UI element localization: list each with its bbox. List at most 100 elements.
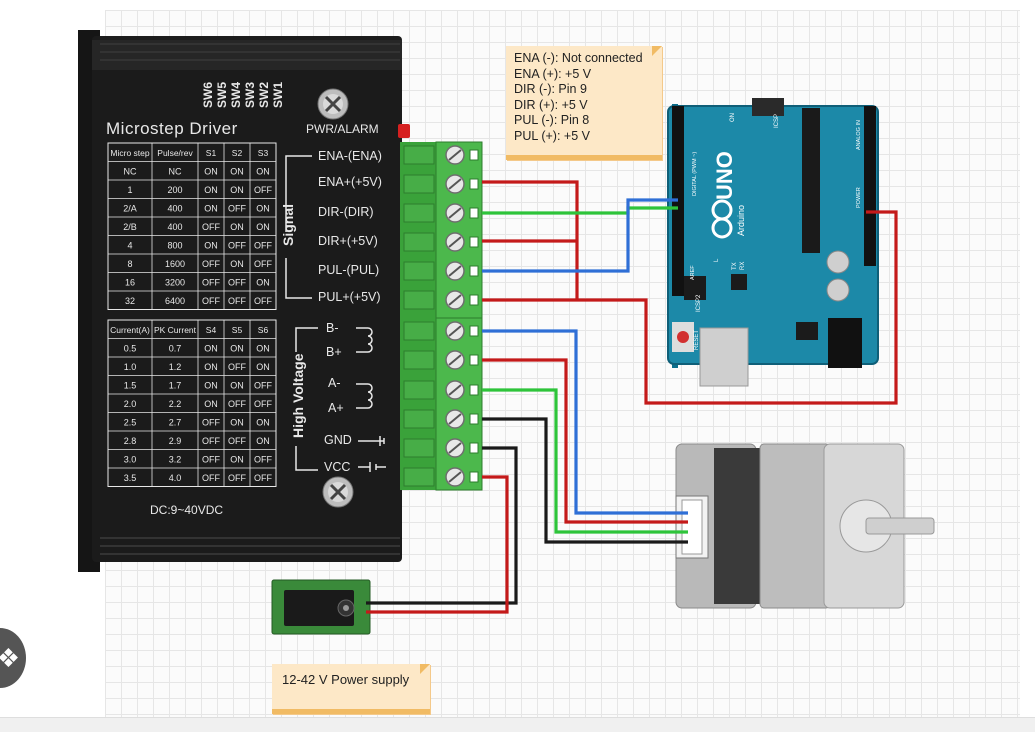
table-cell: 4.0 <box>169 473 182 483</box>
icsp-label: ICSP <box>774 114 780 128</box>
table-cell: 8 <box>127 259 132 269</box>
wire <box>482 329 688 515</box>
wire <box>482 206 678 215</box>
table-header-cell: S3 <box>258 148 269 158</box>
table-cell: OFF <box>228 362 246 372</box>
table-header-cell: S1 <box>206 148 217 158</box>
table-header-cell: PK Current <box>154 325 197 335</box>
table-cell: OFF <box>202 259 220 269</box>
high-voltage-label: High Voltage <box>290 353 306 438</box>
signal-terminal-label: PUL+(+5V) <box>318 290 381 304</box>
table-cell: 3.5 <box>124 473 137 483</box>
switch-label: SW5 <box>215 82 229 108</box>
power-header-label: POWER <box>856 187 862 208</box>
table-cell: ON <box>204 185 218 195</box>
bottom-scrollbar[interactable] <box>0 717 1035 732</box>
table-cell: ON <box>204 167 218 177</box>
table-cell: 1.7 <box>169 381 182 391</box>
switch-label: SW3 <box>243 82 257 108</box>
table-cell: OFF <box>228 278 246 288</box>
table-cell: ON <box>204 399 218 409</box>
table-cell: OFF <box>202 473 220 483</box>
table-cell: 2.9 <box>169 436 182 446</box>
table-cell: OFF <box>228 473 246 483</box>
table-cell: OFF <box>254 296 272 306</box>
switch-label: SW6 <box>201 82 215 108</box>
table-cell: ON <box>256 362 270 372</box>
table-cell: 400 <box>167 204 182 214</box>
table-header-cell: Micro step <box>110 148 149 158</box>
table-cell: OFF <box>202 278 220 288</box>
table-cell: ON <box>256 344 270 354</box>
table-cell: ON <box>204 381 218 391</box>
signal-terminal-label: ENA+(+5V) <box>318 175 382 189</box>
table-header-cell: S5 <box>232 325 243 335</box>
table-cell: OFF <box>202 418 220 428</box>
table-cell: 0.7 <box>169 344 182 354</box>
power-terminal-label: GND <box>324 433 352 447</box>
screw-icon <box>317 88 349 120</box>
wiring <box>366 180 898 614</box>
table-cell: ON <box>230 455 244 465</box>
table-cell: OFF <box>228 204 246 214</box>
power-terminal-label: A+ <box>328 401 344 415</box>
note-line: DIR (+): +5 V <box>514 97 588 112</box>
wire <box>366 475 509 614</box>
wire <box>482 180 579 300</box>
table-cell: 3.2 <box>169 455 182 465</box>
note-fold-icon <box>420 664 430 674</box>
table-cell: ON <box>256 222 270 232</box>
table-cell: 1.0 <box>124 362 137 372</box>
connection-note: ENA (-): Not connected ENA (+): +5 V DIR… <box>506 46 662 160</box>
table-cell: 2.5 <box>124 418 137 428</box>
power-terminal-label: B- <box>326 321 339 335</box>
wire <box>366 446 518 605</box>
table-cell: ON <box>230 344 244 354</box>
table-cell: OFF <box>254 185 272 195</box>
wire <box>482 358 688 524</box>
digital-label: DIGITAL (PWM ~) <box>692 152 698 196</box>
table-cell: 1.2 <box>169 362 182 372</box>
ground-symbol-icon <box>358 436 385 446</box>
table-cell: OFF <box>254 473 272 483</box>
table-cell: ON <box>256 167 270 177</box>
switch-label: SW2 <box>257 82 271 108</box>
driver-dc-label: DC:9~40VDC <box>150 503 223 517</box>
l-label: L <box>714 258 720 262</box>
table-cell: 2.7 <box>169 418 182 428</box>
on-label: ON <box>730 113 736 122</box>
vcc-symbol-icon <box>358 462 386 472</box>
table-cell: OFF <box>228 241 246 251</box>
icsp2-label: ICSP2 <box>696 294 702 312</box>
arduino-board-name: UNO <box>712 151 737 200</box>
table-cell: OFF <box>228 296 246 306</box>
switch-label: SW1 <box>271 82 285 108</box>
table-cell: OFF <box>228 399 246 409</box>
power-terminal-label: B+ <box>326 345 342 359</box>
alarm-led-icon <box>398 124 410 138</box>
coil-b-icon <box>356 327 373 353</box>
arduino-brand: Arduino <box>736 205 746 236</box>
table-cell: 2.2 <box>169 399 182 409</box>
table-cell: OFF <box>254 241 272 251</box>
table-cell: 2/B <box>123 222 137 232</box>
signal-terminal-label: DIR+(+5V) <box>318 234 378 248</box>
power-supply-label: 12-42 V Power supply <box>282 672 410 687</box>
table-cell: NC <box>169 167 182 177</box>
signal-terminal-label: DIR-(DIR) <box>318 205 374 219</box>
rx-label: RX <box>740 262 746 270</box>
table-cell: OFF <box>254 455 272 465</box>
table-cell: 6400 <box>165 296 185 306</box>
table-cell: ON <box>230 381 244 391</box>
power-terminal-label: VCC <box>324 460 350 474</box>
note-line: ENA (-): Not connected <box>514 51 643 65</box>
signal-label: Signal <box>280 204 296 246</box>
signal-terminal-label: ENA-(ENA) <box>318 149 382 163</box>
stepper-motor <box>675 443 935 609</box>
table-cell: 3.0 <box>124 455 137 465</box>
table-cell: 2/A <box>123 204 137 214</box>
